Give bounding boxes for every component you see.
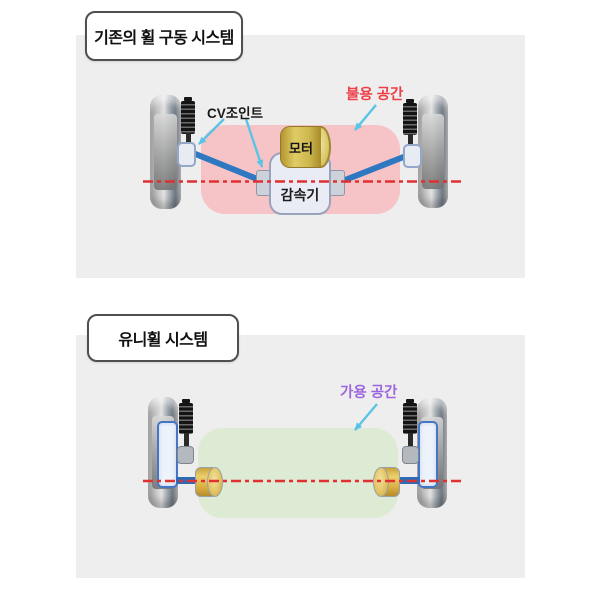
front-right-tire xyxy=(418,95,448,208)
right-uniwheel-strut-cap xyxy=(406,399,414,403)
left-uniwheel-shaft xyxy=(176,477,197,484)
dead-space-callout: 불용 공간 xyxy=(346,87,404,103)
motor-cylinder: 모터 xyxy=(280,126,321,168)
left-uniwheel-shock-absorber xyxy=(179,403,193,434)
uniwheel-system-title-box: 유니휠 시스템 xyxy=(87,314,239,362)
right-strut-cap xyxy=(406,99,414,103)
right-uniwheel-hub xyxy=(418,421,438,488)
conventional-system-title-box: 기존의 휠 구동 시스템 xyxy=(85,11,243,61)
left-uniwheel-hub xyxy=(157,421,178,488)
left-cv-joint xyxy=(177,142,196,167)
right-cv-joint xyxy=(403,144,422,168)
cv-joint-callout: CV조인트 xyxy=(207,106,264,121)
right-uniwheel-shaft xyxy=(399,477,420,484)
front-left-rim xyxy=(153,114,177,190)
right-strut-bracket xyxy=(402,446,419,464)
left-strut-rod xyxy=(186,133,191,148)
left-strut-cap xyxy=(184,97,192,101)
right-uniwheel-strut-rod xyxy=(408,433,413,449)
motor-label: 모터 xyxy=(289,140,313,156)
left-strut-bracket xyxy=(177,446,194,464)
front-left-tire xyxy=(150,95,181,209)
reducer-label: 감속기 xyxy=(280,187,320,203)
uniwheel-system-title: 유니휠 시스템 xyxy=(118,332,208,349)
available-space-region xyxy=(198,428,398,518)
left-uniwheel-strut-cap xyxy=(182,399,190,403)
conventional-system-title: 기존의 휠 구동 시스템 xyxy=(94,30,234,47)
available-space-callout: 가용 공간 xyxy=(340,385,398,401)
left-uniwheel-strut-rod xyxy=(184,433,189,449)
right-uniwheel-shock-absorber xyxy=(403,403,417,434)
left-uniwheel-motor-face xyxy=(207,467,223,497)
left-shock-absorber xyxy=(181,101,195,134)
right-strut-rod xyxy=(408,134,413,148)
right-shock-absorber xyxy=(403,103,417,135)
right-uniwheel-motor-face xyxy=(373,467,389,497)
front-right-rim xyxy=(421,114,444,189)
